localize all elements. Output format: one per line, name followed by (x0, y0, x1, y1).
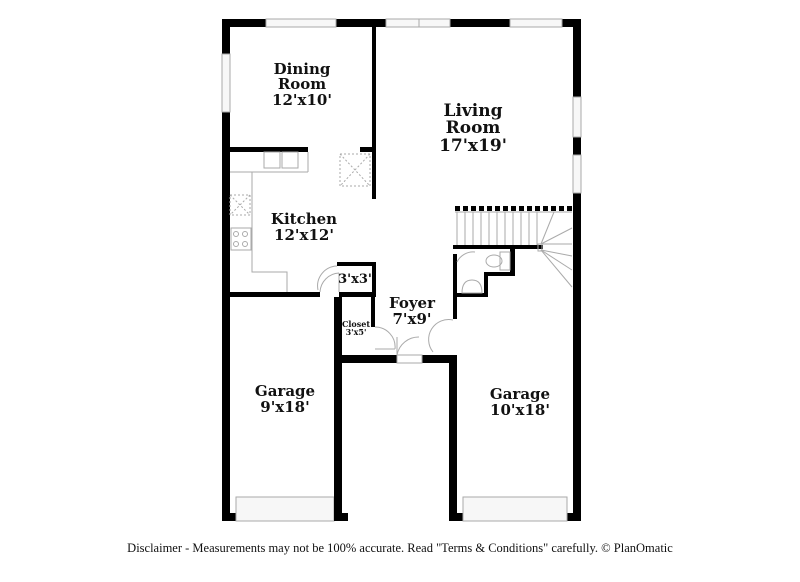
stairs (455, 211, 573, 288)
room-name: Living (443, 101, 503, 121)
room-name: Room (445, 118, 501, 138)
interior-walls (230, 27, 543, 521)
room-name: Dining (273, 60, 331, 78)
bath-fixtures (461, 251, 511, 294)
room-label-garage-right: Garage 10'x18' (490, 387, 550, 418)
stair-railing (455, 206, 572, 211)
room-dimensions: 12'x10' (272, 91, 332, 109)
room-name: Closet (341, 319, 371, 329)
room-label-pantry: 3'x3' (338, 272, 372, 286)
doors (317, 251, 476, 364)
room-dimensions: 3'x5' (345, 327, 367, 337)
room-dimensions: 10'x18' (490, 401, 550, 419)
room-label-garage-left: Garage 9'x18' (255, 384, 315, 415)
room-name: Room (277, 75, 327, 93)
kitchen-counters (229, 151, 371, 292)
room-label-kitchen: Kitchen 12'x12' (271, 212, 337, 243)
room-name: Garage (254, 382, 316, 400)
room-dimensions: 7'x9' (392, 310, 432, 328)
room-dimensions: 17'x19' (439, 136, 507, 156)
room-dimensions: 9'x18' (260, 398, 310, 416)
room-label-dining: Dining Room 12'x10' (272, 62, 332, 108)
room-name: Garage (489, 385, 551, 403)
room-label-closet: Closet 3'x5' (342, 320, 370, 336)
room-name: Foyer (389, 294, 435, 312)
room-label-living: Living Room 17'x19' (439, 103, 507, 155)
room-label-foyer: Foyer 7'x9' (389, 296, 435, 327)
room-dimensions: 3'x3' (338, 272, 372, 287)
windows (221, 18, 582, 522)
room-dimensions: 12'x12' (274, 226, 334, 244)
disclaimer-text: Disclaimer - Measurements may not be 100… (127, 541, 673, 555)
room-name: Kitchen (270, 210, 338, 228)
